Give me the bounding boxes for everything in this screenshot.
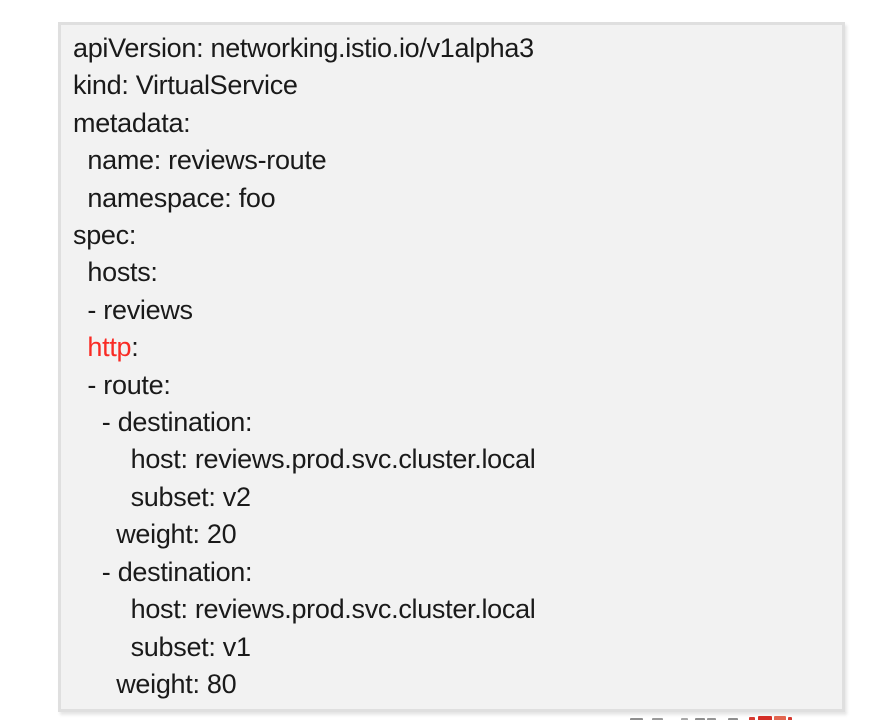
code-line: spec: [73, 220, 137, 251]
code-line: http: [87, 332, 139, 363]
code-line: subset: v2 [73, 481, 251, 512]
code-line: - destination: [73, 407, 253, 438]
code-line: apiVersion: networking.istio.io/v1alpha3 [73, 33, 534, 63]
code-line: - route: [73, 369, 171, 400]
yaml-code-block: apiVersion: networking.istio.io/v1alpha3… [61, 25, 842, 703]
code-line: hosts: [73, 257, 158, 288]
code-line: weight: 80 [73, 668, 237, 699]
code-line: metadata: [73, 107, 191, 138]
code-line: name: reviews-route [73, 145, 327, 176]
code-line: weight: 20 [73, 519, 237, 550]
code-line: - destination: [73, 556, 253, 587]
watermark-fragment [774, 716, 786, 720]
yaml-code-panel: apiVersion: networking.istio.io/v1alpha3… [58, 22, 845, 712]
code-line: namespace: foo [73, 182, 276, 213]
code-line: host: reviews.prod.svc.cluster.local [73, 594, 536, 625]
code-line: - reviews [73, 294, 193, 325]
watermark-fragment [758, 716, 772, 720]
code-line: subset: v1 [73, 631, 251, 662]
code-line: host: reviews.prod.svc.cluster.local [73, 444, 536, 475]
code-line: kind: VirtualService [73, 70, 298, 101]
highlighted-keyword: http [87, 332, 132, 363]
